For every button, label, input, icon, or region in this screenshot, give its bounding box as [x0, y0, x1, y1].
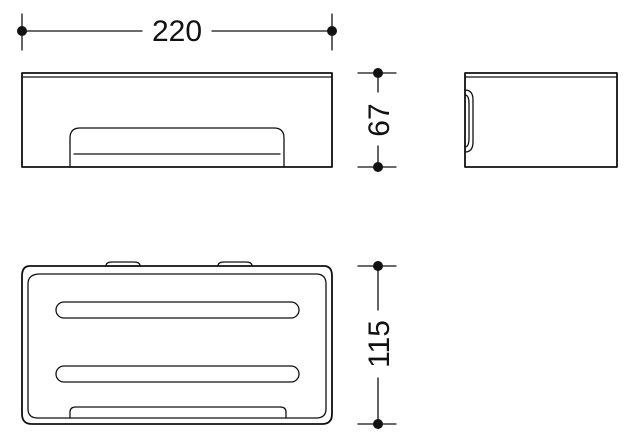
front-view-opening [69, 127, 285, 168]
depth-dimension: 115 [357, 261, 397, 429]
drain-slot-top [55, 301, 300, 319]
side-view-mount-inner [464, 94, 470, 148]
top-view-outer [21, 265, 333, 425]
width-terminal-right [327, 26, 337, 36]
height-label: 67 [363, 103, 396, 136]
width-dimension: 220 [17, 13, 337, 51]
height-dimension: 67 [357, 68, 397, 172]
top-view [21, 261, 333, 425]
side-view-body [464, 72, 618, 168]
height-terminal-top [373, 68, 383, 78]
width-label: 220 [152, 15, 202, 48]
front-view [21, 72, 333, 168]
front-view-body [21, 72, 333, 168]
top-view-inner-rim [27, 273, 327, 419]
top-view-lip [69, 406, 287, 419]
side-view-mount-outer [464, 89, 474, 153]
depth-terminal-top [373, 261, 383, 271]
depth-terminal-bottom [373, 419, 383, 429]
height-terminal-bottom [373, 162, 383, 172]
width-terminal-left [17, 26, 27, 36]
side-view [464, 72, 618, 168]
drain-slot-bottom [55, 365, 300, 383]
depth-label: 115 [363, 320, 396, 368]
top-view-clip-left-bump [105, 261, 141, 267]
top-view-clip-right-bump [217, 261, 253, 267]
